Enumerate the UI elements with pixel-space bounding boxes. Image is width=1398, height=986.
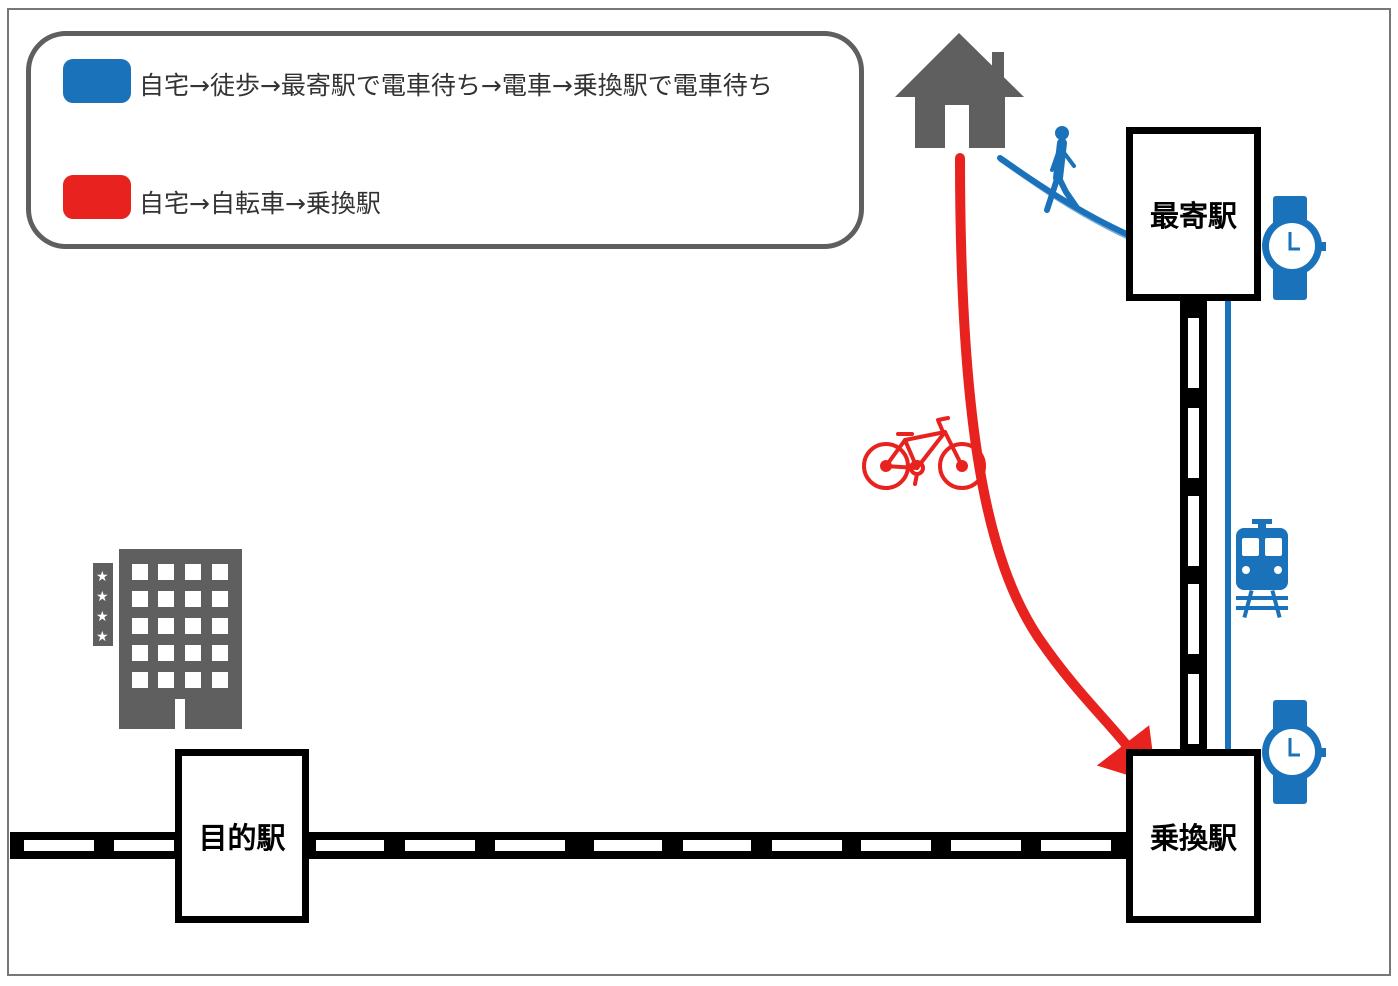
svg-text:★: ★ [96,569,109,585]
legend: 自宅→徒歩→最寄駅で電車待ち→電車→乗換駅で電車待ち 自宅→自転車→乗換駅 [26,31,864,249]
vertical-rail-line [1180,296,1207,756]
diagram-frame [7,8,1391,976]
station-destination-label: 目的駅 [198,821,286,855]
train-icon [1236,519,1288,619]
house-icon [895,33,1024,148]
station-transfer: 乗換駅 [1126,749,1261,923]
walking-person-icon [1044,126,1080,213]
legend-label-blue-route: 自宅→徒歩→最寄駅で電車待ち→電車→乗換駅で電車待ち [139,71,773,100]
station-nearest-label: 最寄駅 [1149,199,1237,233]
svg-text:★: ★ [96,609,109,625]
station-destination: 目的駅 [175,749,309,923]
wristwatch-icon [1262,196,1326,300]
svg-text:★: ★ [96,589,109,605]
legend-label-red-route: 自宅→自転車→乗換駅 [139,189,381,218]
svg-text:★: ★ [96,629,109,645]
hotel-building-icon: ★ ★ ★ ★ [93,549,242,729]
station-nearest: 最寄駅 [1126,127,1261,301]
legend-swatch-red [63,175,131,219]
station-transfer-label: 乗換駅 [1149,821,1237,855]
wristwatch-icon [1262,700,1326,804]
bicycle-icon [862,416,986,490]
legend-swatch-blue [63,59,131,103]
